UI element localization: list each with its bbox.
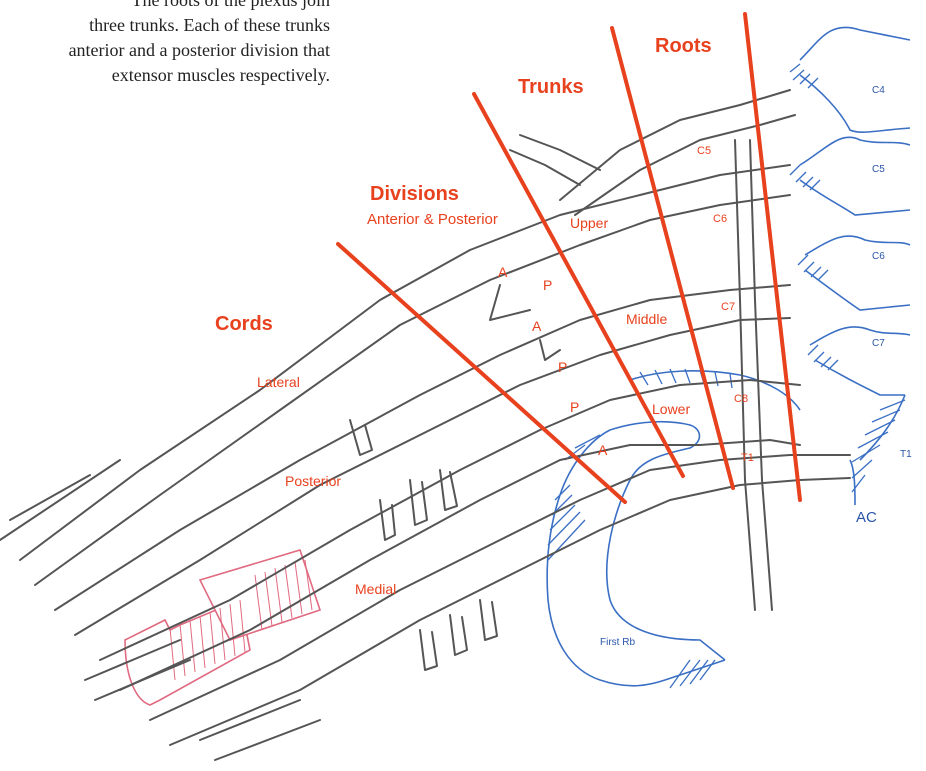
root-c6-label: C6 — [713, 213, 727, 225]
division-a1: A — [498, 264, 508, 280]
divisions-line — [338, 244, 625, 502]
roots-label: Roots — [655, 35, 712, 57]
roots-line-left — [612, 28, 733, 488]
upper-trunk-label: Upper — [570, 215, 608, 231]
root-c5-label: C5 — [697, 145, 711, 157]
divisions-label: Divisions — [370, 183, 459, 205]
vertebra-c7-label: C7 — [872, 338, 885, 349]
vertebra-labels: C4 C5 C6 C7 T1 — [872, 85, 912, 460]
vertebra-c4-label: C4 — [872, 85, 885, 96]
division-a3: A — [598, 442, 608, 458]
division-p2: P — [558, 359, 567, 375]
root-labels: C5 C6 C7 C8 T1 — [697, 145, 754, 464]
lower-trunk-label: Lower — [652, 401, 690, 417]
division-p1: P — [543, 277, 552, 293]
division-p3: P — [570, 399, 579, 415]
ac-label: AC — [856, 509, 877, 526]
structure-labels: AC First Rb — [600, 509, 877, 648]
root-c7-label: C7 — [721, 301, 735, 313]
trunks-label: Trunks — [518, 76, 584, 98]
root-c8-label: C8 — [734, 393, 748, 405]
vertebra-t1-label: T1 — [900, 449, 912, 460]
division-letters: A P A P P A — [498, 264, 608, 458]
posterior-cord-label: Posterior — [285, 473, 341, 489]
vertebra-c5-label: C5 — [872, 164, 885, 175]
cords-label: Cords — [215, 313, 273, 335]
vertebra-c6-label: C6 — [872, 251, 885, 262]
first-rib-label: First Rb — [600, 637, 635, 648]
section-labels: Roots Trunks Divisions Anterior & Poster… — [215, 35, 712, 335]
division-a2: A — [532, 318, 542, 334]
medial-cord-label: Medial — [355, 581, 396, 597]
middle-trunk-label: Middle — [626, 311, 667, 327]
lateral-cord-label: Lateral — [257, 374, 300, 390]
artery-segments — [125, 550, 320, 705]
root-t1-label: T1 — [741, 452, 754, 464]
divisions-sublabel: Anterior & Posterior — [367, 211, 498, 228]
vertebral-column — [790, 27, 910, 505]
trunks-line — [474, 94, 683, 476]
